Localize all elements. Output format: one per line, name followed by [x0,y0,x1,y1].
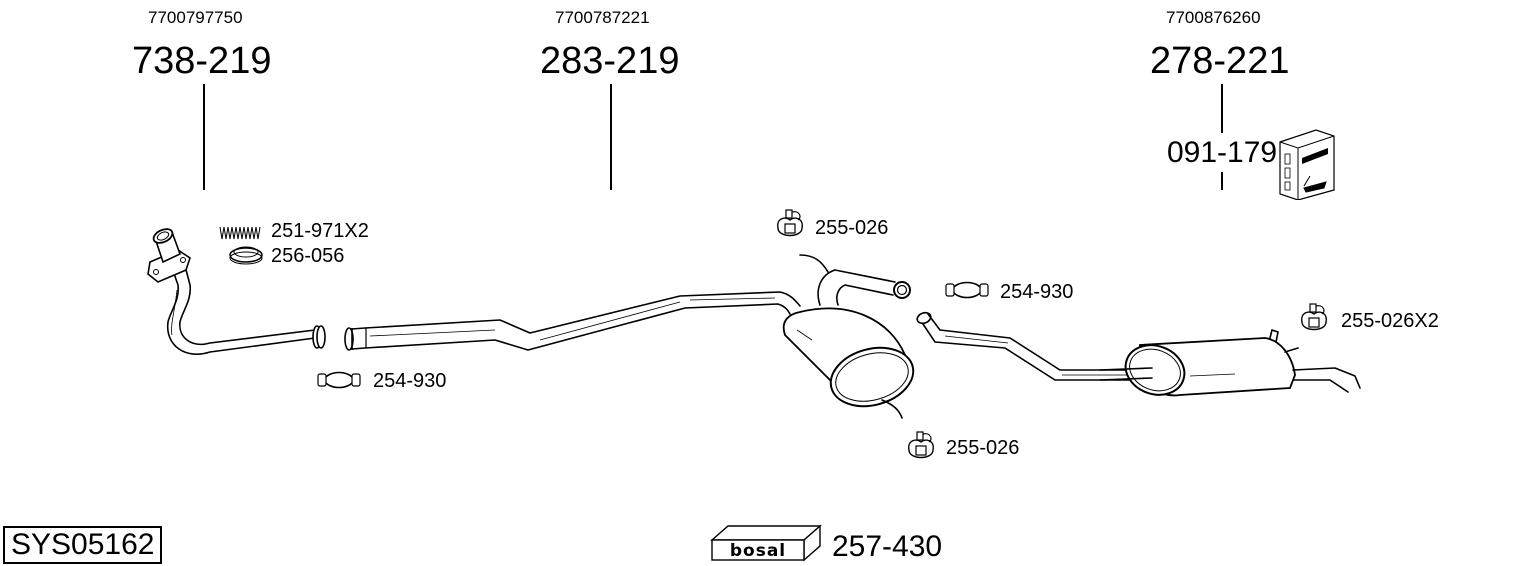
system-code: SYS05162 [3,526,163,564]
front-pipe-icon [147,228,326,355]
gasket-ring-icon [229,246,263,265]
oe-number-2: 7700787221 [555,8,650,27]
rubber-hanger-icon [908,431,934,459]
kit-number-091-179[interactable]: 091-179 [1167,136,1278,169]
center-pipe-icon [344,291,801,351]
part-number-738-219[interactable]: 738-219 [132,40,272,82]
part-label-spring[interactable]: 251-971X2 [271,220,369,242]
part-label-hanger-top[interactable]: 255-026 [815,217,889,239]
middle-silencer-icon [782,254,915,419]
bosal-logo-text: bosal [730,541,786,561]
clamp-icon [945,281,989,299]
part-label-mounting-kit[interactable]: 257-430 [832,530,943,563]
part-label-hanger-bottom[interactable]: 255-026 [946,437,1020,459]
oe-number-3: 7700876260 [1166,8,1261,27]
part-label-clamp-front[interactable]: 254-930 [373,370,447,392]
part-label-hanger-rear[interactable]: 255-026X2 [1341,310,1439,332]
rear-silencer-icon [1099,329,1361,397]
part-number-278-221[interactable]: 278-221 [1150,40,1290,82]
clamp-icon [317,371,361,389]
rear-pipe-icon [916,311,1161,381]
kit-box-icon [1279,129,1335,200]
part-label-gasket-ring[interactable]: 256-056 [271,245,345,267]
part-label-clamp-rear[interactable]: 254-930 [1000,281,1074,303]
spring-icon [219,226,261,240]
part-number-283-219[interactable]: 283-219 [540,40,680,82]
oe-number-1: 7700797750 [148,8,243,27]
bosal-mounting-kit-icon: bosal [710,524,822,562]
rubber-hanger-icon [777,209,803,237]
rubber-hanger-icon [1301,303,1327,331]
